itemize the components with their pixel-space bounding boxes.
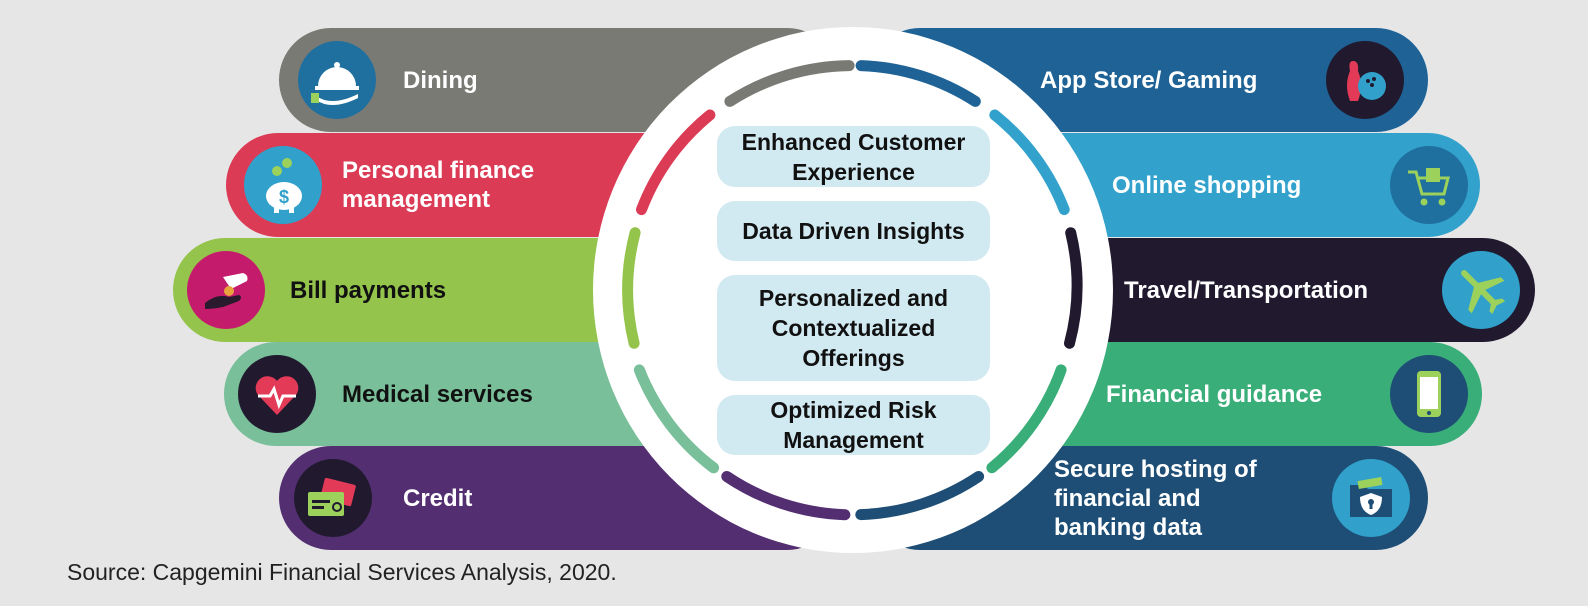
svg-text:$: $ xyxy=(279,187,289,207)
pill-label: App Store/ Gaming xyxy=(1040,66,1258,94)
pill-label: Credit xyxy=(403,484,473,512)
pill-label: Secure hosting of financial and banking … xyxy=(1054,455,1257,541)
ring-segment xyxy=(633,364,720,474)
secure-folder-icon xyxy=(1332,459,1410,537)
pill-label: Online shopping xyxy=(1112,171,1302,199)
ring-segment xyxy=(855,60,981,107)
center-box-optimized-risk-management: Optimized Risk Management xyxy=(717,395,990,455)
smartphone-icon xyxy=(1390,355,1468,433)
pill-label: Medical services xyxy=(342,380,533,408)
ring-segment xyxy=(622,227,641,349)
ring-segment xyxy=(855,471,985,521)
center-box-enhanced-customer-experience: Enhanced Customer Experience xyxy=(717,126,990,187)
ring-segment xyxy=(721,471,851,521)
pill-label: Financial guidance xyxy=(1106,380,1323,408)
hand-payment-icon xyxy=(187,251,265,329)
pill-label: Travel/Transportation xyxy=(1124,276,1369,304)
center-box-data-driven-insights: Data Driven Insights xyxy=(717,201,990,261)
credit-card-icon xyxy=(294,459,372,537)
center-box-personalized-offerings: Personalized and Contextualized Offering… xyxy=(717,275,990,381)
pill-label: Bill payments xyxy=(290,276,447,304)
pill-secure-hosting: Secure hosting of financial and banking … xyxy=(868,446,1428,550)
shopping-cart-icon xyxy=(1390,146,1468,224)
ring-segment xyxy=(1064,227,1083,349)
ring-segment xyxy=(636,109,716,216)
pill-label: Personal finance management xyxy=(342,157,535,213)
segmented-ring xyxy=(622,60,1083,521)
airplane-icon xyxy=(1442,251,1520,329)
ring-segment xyxy=(989,109,1070,216)
ring-segment xyxy=(986,364,1067,474)
source-note: Source: Capgemini Financial Services Ana… xyxy=(67,559,617,585)
ring-segment xyxy=(724,60,855,107)
heart-pulse-icon xyxy=(238,355,316,433)
bowling-icon xyxy=(1326,41,1404,119)
piggy-bank-icon: $ xyxy=(244,146,322,224)
pill-label: Dining xyxy=(403,66,478,94)
dining-cloche-icon xyxy=(298,41,376,119)
